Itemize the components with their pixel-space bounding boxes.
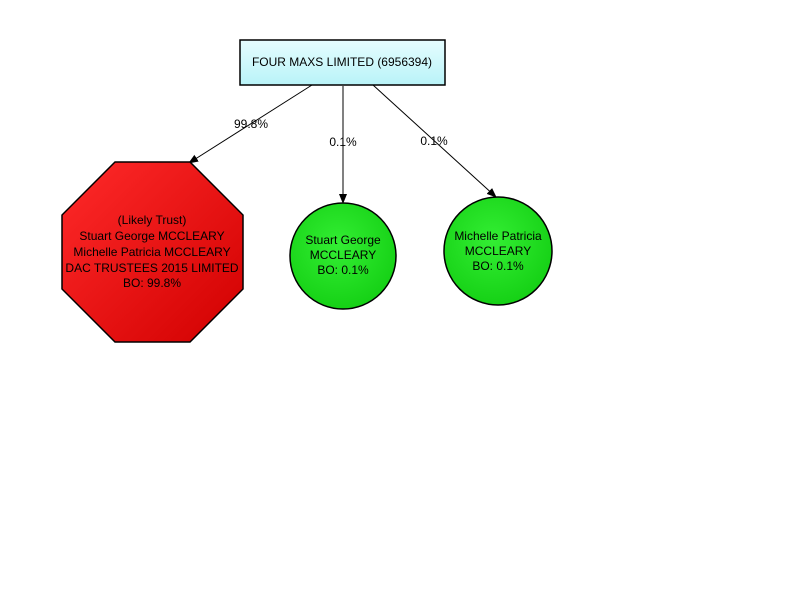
trust-octagon [61,161,244,343]
edge-label-stuart: 0.1% [329,135,357,149]
root-node-box [239,39,446,86]
michelle-node-line-1: Michelle Patricia [454,229,542,243]
trust-node-line-5: BO: 99.8% [123,276,181,290]
edge-label-michelle: 0.1% [420,134,448,148]
michelle-node[interactable]: Michelle Patricia MCCLEARY BO: 0.1% [443,196,553,306]
root-node[interactable]: FOUR MAXS LIMITED (6956394) [239,39,446,86]
michelle-node-line-2: MCCLEARY [465,244,531,258]
stuart-node-line-1: Stuart George [305,233,381,247]
stuart-node[interactable]: Stuart George MCCLEARY BO: 0.1% [289,202,397,310]
edge-label-trust: 99.8% [234,117,268,131]
trust-node-line-2: Stuart George MCCLEARY [79,229,224,243]
stuart-node-line-3: BO: 0.1% [317,263,369,277]
stuart-node-line-2: MCCLEARY [310,248,376,262]
edge-michelle [372,84,497,198]
michelle-node-line-3: BO: 0.1% [472,259,524,273]
trust-node-line-1: (Likely Trust) [118,213,187,227]
trust-node-line-3: Michelle Patricia MCCLEARY [73,245,230,259]
edges: 99.8% 0.1% 0.1% [188,84,497,204]
michelle-circle [443,196,553,306]
trust-node[interactable]: (Likely Trust) Stuart George MCCLEARY Mi… [61,161,244,343]
trust-node-line-4: DAC TRUSTEES 2015 LIMITED [65,261,238,275]
edge-trust [188,84,313,164]
stuart-circle [289,202,397,310]
root-node-label: FOUR MAXS LIMITED (6956394) [252,55,432,69]
